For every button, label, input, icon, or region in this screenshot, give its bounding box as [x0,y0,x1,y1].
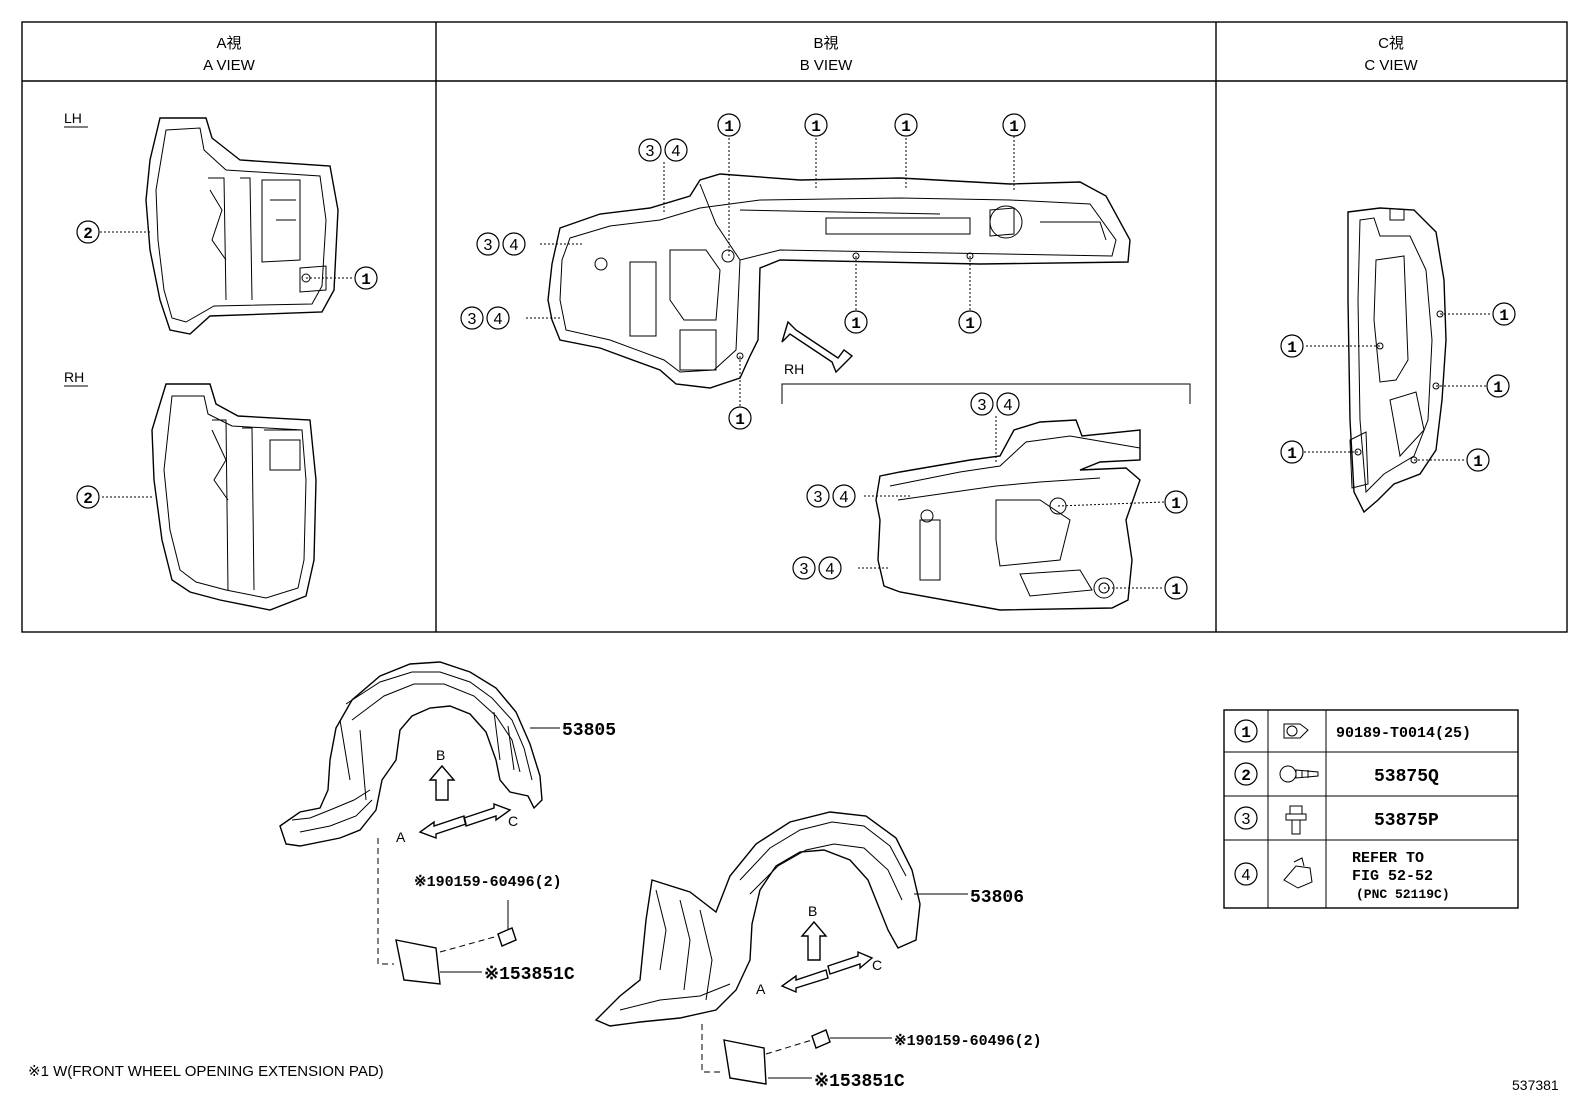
legend-part-4-line-2: FIG 52-52 [1352,868,1433,885]
legend-row-4: 4 REFER TO FIG 52-52 (PNC 52119C) [1234,850,1450,902]
part-53805: 53805 [562,721,616,741]
rh-label-a: RH [64,369,84,385]
b-view-title-jp: B視 [813,35,838,52]
legend-row-3: 3 53875P [1234,805,1439,835]
nut-icon [1283,857,1313,889]
legend-part-4-line-3: (PNC 52119C) [1356,887,1450,902]
arrow-a-label-1: A [396,829,406,845]
legend-part-2: 53875Q [1374,767,1439,787]
legend-part-4-line-1: REFER TO [1352,850,1424,867]
arrow-b-label-1: B [436,747,445,763]
c-view [1280,207,1516,514]
fender-liner-lh: B A C 53805 ※190159-60496(2) ※153851C [279,661,616,985]
legend-row-1: 90189-T0014(25) [1234,719,1471,743]
a-view-rh: RH [64,369,317,611]
a-view-title-jp: A視 [216,35,241,52]
a-view-title-en: A VIEW [203,57,256,74]
rh-label-b: RH [784,361,804,377]
screw-icon [1279,765,1319,783]
a-view-lh: LH [64,110,378,335]
arrow-c-label-1: C [508,813,518,829]
c-view-title-en: C VIEW [1364,57,1418,74]
pad-lower-label: ※153851C [814,1072,905,1092]
clip-lower-label: ※190159-60496(2) [894,1033,1042,1050]
fastener-legend: 90189-T0014(25) 53875Q 3 53875P 4 [1223,709,1519,909]
bolt-icon [1285,805,1307,835]
legend-row-2: 53875Q [1234,762,1439,787]
legend-part-3: 53875P [1374,811,1439,831]
b-view-title-en: B VIEW [800,57,853,74]
fender-liner-rh: B A C 53806 ※190159-60496(2) ※153851C [594,811,1042,1092]
arrow-b-label-2: B [808,903,817,919]
arrow-c-label-2: C [872,957,882,973]
view-frame [21,21,1568,633]
part-53806: 53806 [970,888,1024,908]
lh-label: LH [64,110,82,126]
clip-upper-label: ※190159-60496(2) [414,874,562,891]
arrow-a-label-2: A [756,981,766,997]
b-view-lh [460,113,1131,430]
c-view-title-jp: C視 [1378,35,1404,52]
svg-text:3: 3 [1242,811,1251,828]
clip-icon [1283,723,1309,739]
svg-text:4: 4 [1242,867,1251,884]
pad-upper-label: ※153851C [484,965,575,985]
legend-part-1: 90189-T0014(25) [1336,725,1471,742]
b-view-rh: RH [781,361,1191,611]
figure-id: 537381 [1512,1077,1559,1093]
footnote: ※1 W(FRONT WHEEL OPENING EXTENSION PAD) [28,1063,384,1080]
